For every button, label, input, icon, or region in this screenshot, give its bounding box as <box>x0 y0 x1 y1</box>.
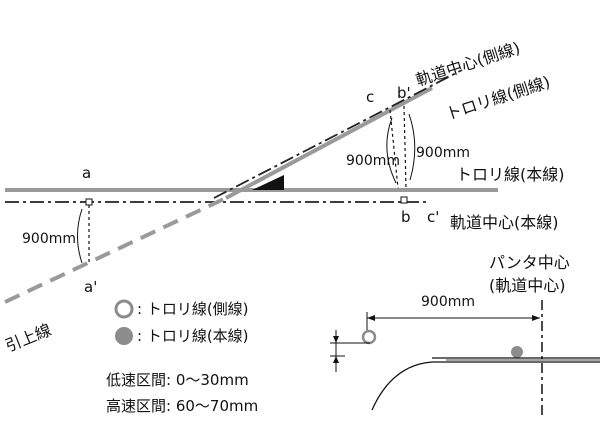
siding-line <box>4 196 227 304</box>
label-c-prime-bottom: c' <box>427 208 439 226</box>
pantograph-profile <box>371 361 600 411</box>
label-track-center-side: 軌道中心(側線) <box>413 38 522 90</box>
dim-right-upper-label: 900mm <box>416 145 470 161</box>
speed-section-high: 高速区間: 60〜70mm <box>106 397 258 415</box>
label-b-bottom: b <box>401 208 411 226</box>
dim-left-label: 900mm <box>22 231 76 247</box>
dim-right-lower-label: 900mm <box>346 153 400 169</box>
detail-filled-circle-icon <box>511 346 523 358</box>
legend-item-side: : トロリ線(側線) <box>137 300 249 318</box>
detail-hollow-circle-icon <box>361 329 377 345</box>
label-trolley-side: トロリ線(側線) <box>443 72 552 124</box>
label-track-center-main: 軌道中心(本線) <box>450 213 559 232</box>
crossing-angle-marker <box>252 175 284 190</box>
panta-center-sub-label: (軌道中心) <box>489 276 566 295</box>
hollow-circle-icon <box>114 299 134 319</box>
dim-detail-label: 900mm <box>421 294 475 310</box>
track-center-side <box>213 69 463 199</box>
dim-right-bracket-right <box>408 113 416 181</box>
filled-circle-icon <box>115 327 133 345</box>
dim-right-upper-line2 <box>403 105 407 189</box>
trolley-wire-side <box>225 86 433 200</box>
dim-right-bracket-left <box>386 117 397 184</box>
detail-height-arrowhead-bottom <box>333 356 339 363</box>
label-b-prime-top: b' <box>397 84 411 102</box>
dim-detail-arrowhead-right <box>532 315 540 321</box>
panta-center-label: パンタ中心 <box>489 253 570 272</box>
point-a-marker <box>85 198 93 206</box>
label-c-top: c <box>366 88 374 106</box>
speed-section-low: 低速区間: 0〜30mm <box>106 371 249 389</box>
dim-detail-arrowhead-left <box>367 315 375 321</box>
label-a-prime: a' <box>84 278 97 296</box>
point-b-marker <box>400 196 408 204</box>
label-a: a <box>82 164 91 182</box>
detail-height-arrowhead-top <box>333 336 339 343</box>
dim-right-upper-line <box>389 109 399 189</box>
label-siding: 引上線 <box>2 320 54 356</box>
dim-left-bracket <box>77 208 83 264</box>
legend-item-main: : トロリ線(本線) <box>137 327 249 345</box>
label-trolley-main: トロリ線(本線) <box>456 165 565 184</box>
